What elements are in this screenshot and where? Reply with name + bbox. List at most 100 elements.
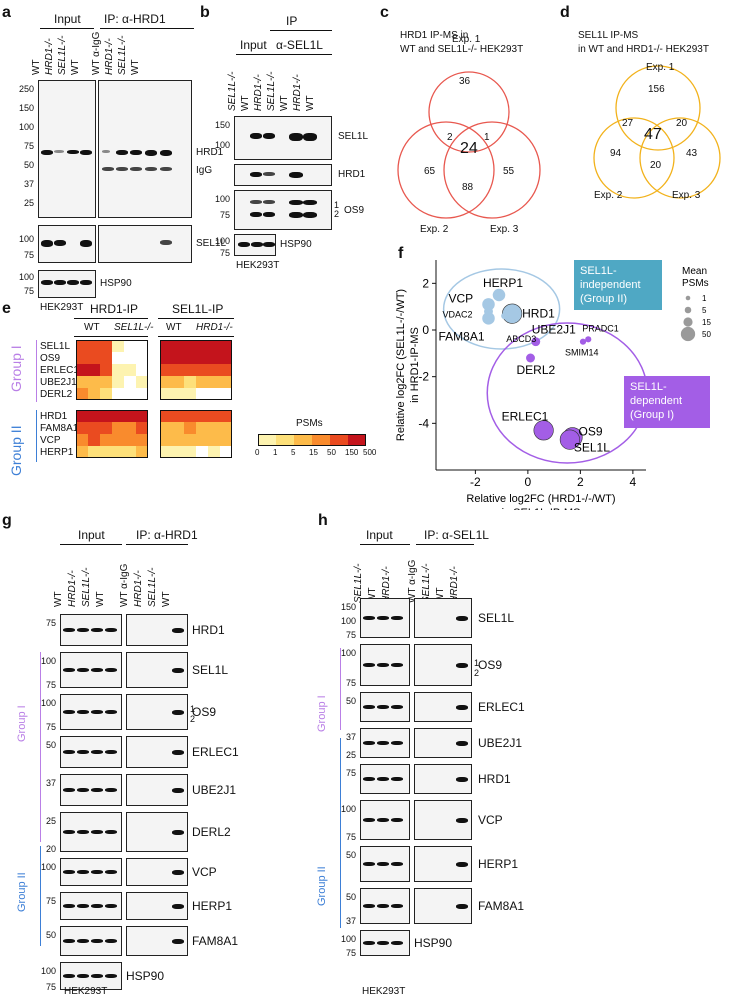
e-heat1-cell [100, 376, 112, 388]
f-xlabel-1: Relative log2FC (HRD1-/-/WT) [466, 493, 615, 505]
e-legend-frame [258, 434, 366, 446]
blot-band [160, 150, 172, 156]
b-blot-hrd1 [234, 164, 332, 186]
blot-band [63, 904, 75, 908]
f-point-fam8a1 [482, 312, 495, 325]
e-heat2-cell [76, 422, 88, 434]
blot-band [263, 242, 275, 247]
blot-band [456, 904, 468, 909]
g-rows-mw-1-0: 100 [40, 656, 56, 666]
blot-band [77, 668, 89, 672]
g-lanes-2: SEL1L-/- [147, 567, 158, 607]
g-lanes-3: WT [95, 591, 106, 607]
blot-band [391, 705, 403, 709]
a-top-mw-3: 75 [23, 141, 34, 151]
f-point-label-abcd3: ABCD3 [506, 334, 536, 344]
e-row1-0: SEL1L [40, 341, 71, 352]
e-heat1-cell [220, 388, 232, 400]
g-rows-label-os9: OS9 [192, 705, 217, 719]
b-os9-iso1: 1 [334, 200, 340, 210]
e-heat2-cell [196, 410, 208, 422]
e-legend-tick-1: 1 [273, 448, 278, 457]
blot-band [363, 616, 375, 620]
a-label-hrd1: HRD1 [196, 147, 224, 158]
e-heat1-cell [88, 364, 100, 376]
h-rows-mw-8-0: 100 [340, 934, 356, 944]
blot-band [377, 741, 389, 745]
e-heat1-cell [124, 340, 136, 352]
blot-band [456, 616, 468, 621]
blot-band [289, 133, 303, 141]
e-heat1-cell [196, 340, 208, 352]
b-hsp-mw-1: 75 [219, 248, 230, 258]
e-heat1-cell [112, 352, 124, 364]
f-legend-size-3: 50 [702, 330, 711, 339]
f-x-tick-label-1: 0 [525, 475, 532, 489]
f-point-label-pradc1: PRADC1 [582, 323, 619, 333]
h-rows-mw-7-1: 37 [345, 916, 356, 926]
blot-band [105, 939, 117, 943]
blot-band [54, 150, 64, 153]
e-heat1-cell [88, 340, 100, 352]
e-legend-tick-3: 15 [309, 448, 318, 457]
f-legend-dot-1 [684, 306, 692, 314]
e-legend-swatch [294, 434, 312, 446]
h-rows-label-vcp: VCP [478, 813, 503, 827]
e-heat1-cell [184, 364, 196, 376]
blot-band [63, 668, 75, 672]
e-heat2-cell [136, 422, 148, 434]
blot-band [363, 777, 375, 781]
blot-band [172, 788, 184, 793]
d-v-only3: 43 [686, 148, 698, 159]
blot-band [63, 830, 75, 834]
e-header-sel1l: SEL1L-IP [172, 302, 224, 316]
h-os9-iso2: 2 [474, 668, 480, 678]
h-rows-mw-0-2: 75 [345, 630, 356, 640]
a-cell-line: HEK293T [40, 302, 84, 313]
e-heat2-cell [196, 422, 208, 434]
a-lanes-0: WT α-IgG [91, 31, 102, 75]
e-row1-1: OS9 [40, 353, 61, 364]
e-heat2-cell [124, 446, 136, 458]
a-lanes-2: SEL1L-/- [117, 35, 128, 75]
blot-band [77, 904, 89, 908]
f-point-ube2j1 [531, 337, 541, 347]
f-legend-size-1: 5 [702, 306, 707, 315]
blot-band [54, 240, 66, 246]
blot-band [456, 777, 468, 782]
c-v-only2: 65 [424, 166, 436, 177]
blot-band [172, 750, 184, 755]
e-header-hrd1: HRD1-IP [90, 302, 139, 316]
e-heat1-cell [184, 352, 196, 364]
e-heat1-cell [88, 388, 100, 400]
a-top-mw-1: 150 [18, 103, 34, 113]
blot-band [250, 133, 262, 139]
h-group2-label: Group II [316, 866, 328, 906]
e-heat2-cell [220, 434, 232, 446]
g-os9-iso1: 1 [190, 704, 196, 714]
h-rows-mw-1-0: 100 [340, 648, 356, 658]
e-heat1-cell [136, 388, 148, 400]
e-heat1-cell [112, 376, 124, 388]
blot-band [116, 150, 128, 155]
e-heat1-cell [160, 388, 172, 400]
g-group1-label: Group I [16, 705, 28, 742]
blot-band [105, 904, 117, 908]
e-legend-tick-6: 500 [363, 448, 377, 457]
e-heat1-cell [184, 340, 196, 352]
blot-band [263, 172, 275, 176]
blot-band [63, 939, 75, 943]
blot-band [160, 240, 172, 245]
f-box-indep-line2: independent [580, 279, 641, 291]
e-heat1-cell [136, 364, 148, 376]
blot-band [105, 750, 117, 754]
e-heat1-cell [100, 364, 112, 376]
e-heat2-cell [172, 434, 184, 446]
e-group1-label: Group I [8, 345, 24, 392]
e-heat1-cell [196, 376, 208, 388]
blot-band [105, 788, 117, 792]
e-row1-2: ERLEC1 [40, 365, 79, 376]
b-header-ip: IP [286, 14, 298, 28]
blot-band [303, 133, 317, 141]
e-heat2-cell [196, 434, 208, 446]
